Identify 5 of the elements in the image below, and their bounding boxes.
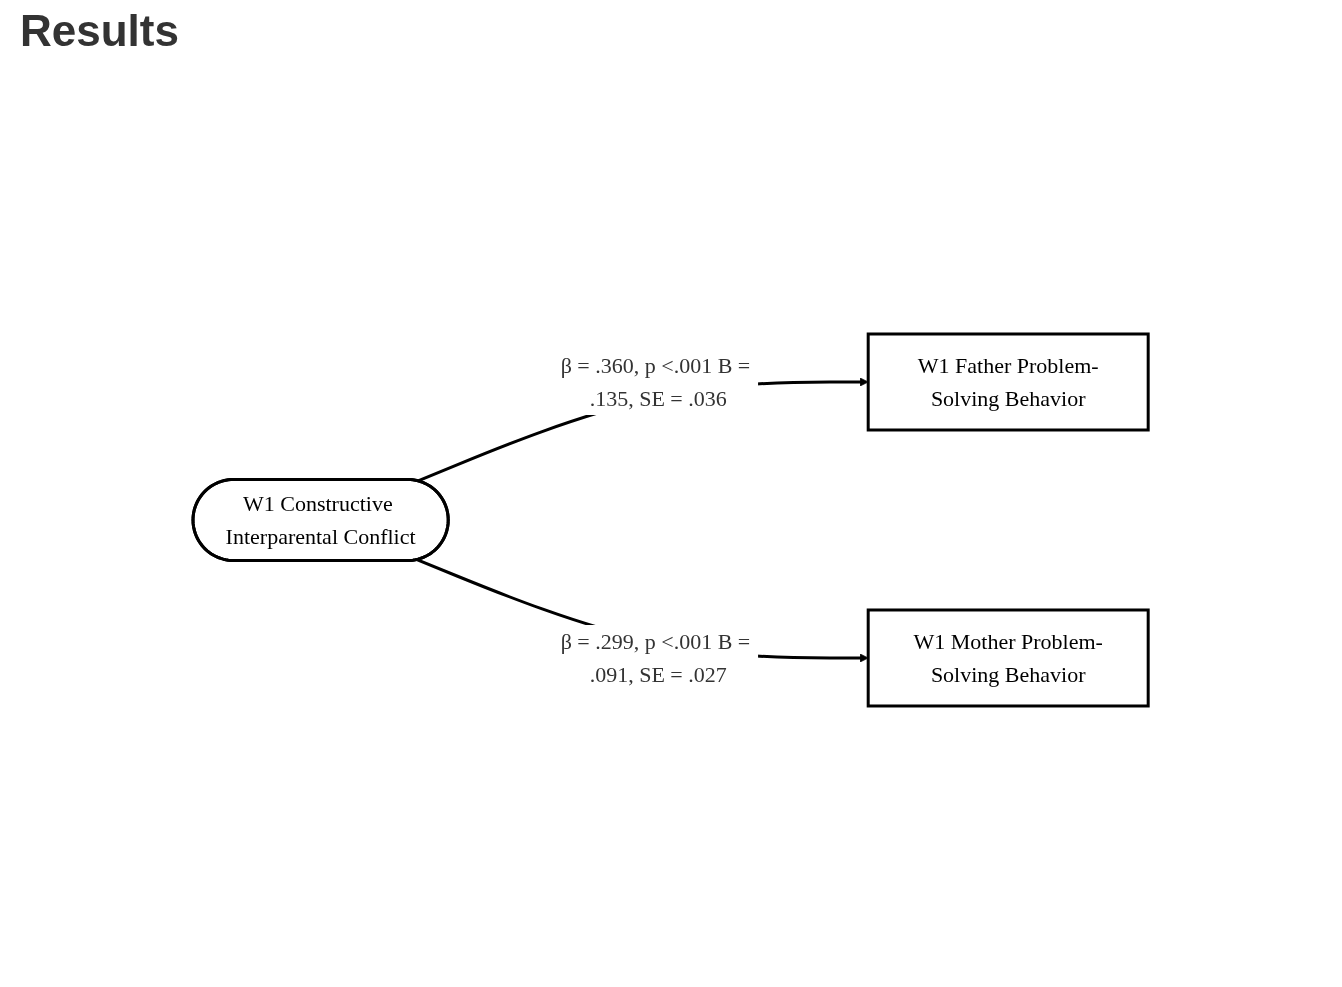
node-box: W1 Father Problem-Solving Behavior — [867, 332, 1151, 432]
slide-title: Results — [20, 6, 179, 56]
edge-label: β = .360, p <.001 B = .135, SE = .036 — [561, 353, 751, 411]
edge-label: β = .299, p <.001 B = .091, SE = .027 — [561, 628, 751, 687]
node-box: W1 Mother Problem-Solving Behavior — [867, 608, 1151, 708]
